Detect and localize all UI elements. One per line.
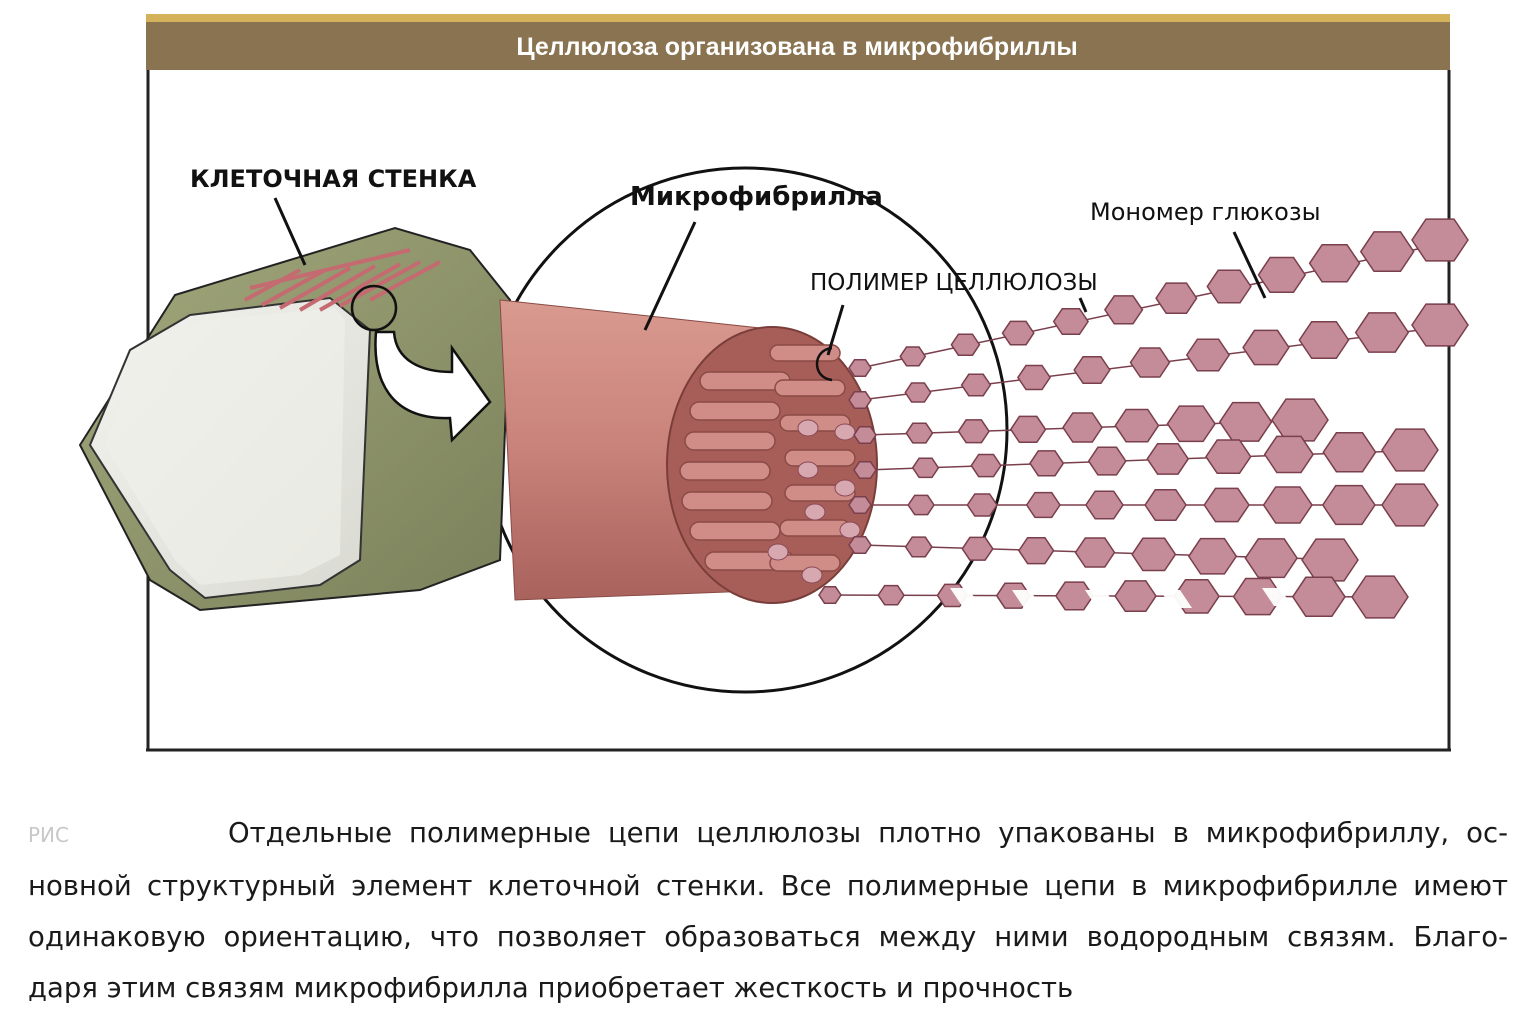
glucose-monomer bbox=[1308, 243, 1361, 283]
glucose-monomer bbox=[1321, 484, 1376, 526]
glucose-monomer bbox=[1232, 577, 1283, 616]
glucose-monomer bbox=[1271, 398, 1329, 442]
glucose-monomer bbox=[1129, 347, 1171, 378]
glucose-monomer bbox=[1263, 435, 1315, 474]
glucose-monomer bbox=[1073, 355, 1111, 385]
figure-frame bbox=[146, 14, 1451, 752]
glucose-monomer bbox=[961, 536, 994, 561]
figure-caption: РИС Отдельные полимерные цепи целлюлозы п… bbox=[28, 808, 1508, 1014]
glucose-monomer bbox=[848, 496, 872, 514]
glucose-monomer bbox=[970, 453, 1002, 478]
glucose-monomer bbox=[1062, 412, 1103, 443]
glucose-monomer bbox=[1218, 401, 1273, 442]
caption-line-2: новной структурный элемент клеточной сте… bbox=[28, 870, 1508, 902]
microfibril-cylinder bbox=[499, 299, 878, 604]
glucose-monomer bbox=[905, 422, 934, 444]
glucose-monomer bbox=[1242, 329, 1290, 366]
cell-wall-label: КЛЕТОЧНАЯ СТЕНКА bbox=[190, 165, 477, 193]
glucose-monomer bbox=[1166, 405, 1216, 443]
glucose-monomer bbox=[1146, 442, 1190, 475]
glucose-monomer bbox=[1381, 483, 1439, 527]
glucose-monomer bbox=[1016, 364, 1052, 391]
glucose-monomer bbox=[1029, 450, 1065, 477]
cellulose-diagram: Целлюлоза организована в микрофибриллы bbox=[78, 14, 1469, 752]
glucose-monomer bbox=[1354, 312, 1410, 353]
glucose-monomer bbox=[966, 493, 998, 517]
caption-line-1-text: Отдельные полимерные цепи целлюлозы плот… bbox=[228, 817, 1508, 849]
glucose-monomer bbox=[853, 461, 877, 479]
cell-wall-tube bbox=[78, 226, 512, 612]
glucose-monomer bbox=[957, 419, 990, 444]
glucose-monomer bbox=[1351, 575, 1409, 619]
zoom-spot-circle bbox=[350, 284, 398, 332]
label-pointers bbox=[273, 197, 1267, 356]
cellulose-polymer-label: ПОЛИМЕР ЦЕЛЛЮЛОЗЫ bbox=[810, 270, 1098, 296]
figure-title: Целлюлоза организована в микрофибриллы bbox=[516, 33, 1077, 61]
glucose-monomer bbox=[1155, 282, 1198, 315]
glucose-monomer bbox=[1114, 580, 1157, 613]
glucose-monomer bbox=[1301, 538, 1359, 582]
glucose-monomer bbox=[1103, 295, 1144, 325]
caption-line-3: одинаковую ориентацию, что позволяет обр… bbox=[28, 921, 1508, 953]
glucose-monomer bbox=[848, 391, 872, 409]
glucose-monomer bbox=[899, 346, 927, 367]
glucose-monomer bbox=[1001, 320, 1035, 346]
glucose-monomer bbox=[1054, 581, 1094, 611]
face-hexagon-ends bbox=[767, 419, 861, 584]
glucose-monomer bbox=[1381, 428, 1439, 472]
glucose-monomer bbox=[1411, 303, 1469, 347]
glucose-monomer bbox=[1257, 256, 1307, 294]
glucose-monomer bbox=[1298, 320, 1350, 360]
glucose-monomer bbox=[848, 359, 872, 377]
glucose-monomer bbox=[1322, 432, 1377, 473]
glucose-monomer bbox=[904, 382, 932, 403]
caption-line-1: РИС Отдельные полимерные цепи целлюлозы п… bbox=[28, 808, 1508, 861]
glucose-monomer bbox=[1244, 538, 1299, 579]
glucose-monomer-label: Мономер глюкозы bbox=[1090, 198, 1321, 226]
polymer-chain-ends bbox=[679, 344, 856, 572]
glucose-monomer bbox=[1074, 537, 1116, 568]
title-top-stripe bbox=[146, 14, 1450, 22]
glucose-monomer bbox=[1203, 487, 1250, 523]
caption-line-4: даря этим связям микрофибрилла приобрета… bbox=[28, 972, 1074, 1004]
glucose-monomer bbox=[950, 333, 981, 356]
hydrogen-bond-marks bbox=[950, 588, 1292, 608]
figure-panel: Целлюлоза организована в микрофибриллы bbox=[78, 14, 1469, 752]
glucose-monomer bbox=[1291, 576, 1346, 617]
glucose-monomer bbox=[1262, 486, 1313, 524]
glucose-monomer bbox=[1084, 490, 1124, 520]
glucose-monomer bbox=[1052, 307, 1090, 336]
glucose-monomer bbox=[1087, 446, 1127, 476]
zoom-arrow bbox=[374, 330, 492, 443]
glucose-monomer bbox=[1185, 338, 1231, 372]
glucose-monomer bbox=[877, 584, 905, 606]
glucose-chains bbox=[818, 218, 1469, 619]
glucose-monomer bbox=[1205, 439, 1252, 475]
glucose-monomer bbox=[1017, 536, 1055, 565]
title-bar bbox=[146, 22, 1450, 70]
glucose-monomer bbox=[1359, 231, 1415, 273]
glucose-monomer bbox=[911, 457, 940, 479]
glucose-monomer bbox=[1411, 218, 1469, 262]
glucose-monomer bbox=[960, 373, 992, 397]
wall-fibril-stripes bbox=[244, 248, 441, 312]
glucose-monomer bbox=[1025, 491, 1061, 519]
glucose-monomer bbox=[1206, 269, 1252, 304]
glucose-monomer bbox=[853, 426, 877, 444]
glucose-monomer bbox=[1009, 415, 1047, 444]
glucose-monomer bbox=[1114, 408, 1160, 443]
glucose-monomer bbox=[818, 586, 842, 604]
glucose-monomer bbox=[848, 536, 872, 554]
microfibril-label: Микрофибрилла bbox=[630, 182, 883, 212]
figure-number-label: РИС bbox=[28, 823, 69, 847]
glucose-monomer bbox=[904, 536, 933, 558]
glucose-monomer bbox=[1144, 489, 1187, 521]
glucose-monomer bbox=[907, 494, 935, 516]
glucose-monomer bbox=[1187, 537, 1238, 575]
glucose-monomer bbox=[1131, 537, 1177, 572]
